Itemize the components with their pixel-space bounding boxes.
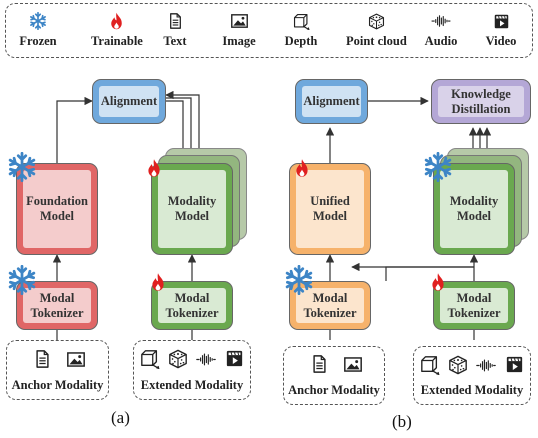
extended-modality-label: Extended Modality — [420, 383, 524, 397]
anchor-modality-group-b: Anchor Modality — [283, 346, 385, 405]
image-icon — [67, 352, 85, 367]
video-icon — [506, 356, 523, 373]
caption-b: (b) — [392, 412, 412, 431]
alignment-label: Alignment — [100, 94, 158, 108]
foundation-model-box: Foundation Model — [16, 163, 98, 255]
modality-model-label-line1: Modality — [449, 194, 499, 208]
unified-model-box: Unified Model — [289, 163, 371, 255]
modal-tokenizer-box-a-left: Modal Tokenizer — [16, 281, 98, 330]
arrow-foundation-to-alignment — [56, 96, 93, 163]
anchor-modality-label: Anchor Modality — [11, 378, 104, 392]
image-icon — [344, 357, 362, 372]
legend-item-point-cloud: Point cloud — [346, 4, 407, 57]
modality-model-box-a: Modality Model — [151, 163, 233, 255]
extended-modality-group-a: Extended Modality — [133, 340, 251, 400]
flame-icon — [430, 272, 446, 292]
legend-item-trainable: Trainable — [91, 4, 143, 57]
extended-modality-label: Extended Modality — [140, 378, 244, 392]
tokenizer-label-line1: Modal — [39, 290, 75, 305]
legend-label: Trainable — [91, 34, 143, 48]
foundation-model-label-line2: Model — [39, 209, 75, 223]
extended-modality-group-b: Extended Modality — [413, 346, 531, 405]
tokenizer-label-line1: Modal — [174, 290, 210, 305]
legend: Frozen Trainable Text Image Depth Point … — [5, 3, 533, 58]
foundation-model-label-line1: Foundation — [26, 194, 88, 208]
modal-tokenizer-box-b-left: Modal Tokenizer — [289, 281, 371, 330]
snowflake-icon — [284, 265, 314, 295]
flame-icon — [294, 158, 310, 178]
alignment-label: Alignment — [303, 94, 360, 108]
legend-item-image: Image — [222, 4, 256, 57]
legend-label: Point cloud — [346, 34, 407, 48]
legend-item-depth: Depth — [285, 4, 317, 57]
tokenizer-label-line2: Tokenizer — [30, 305, 84, 320]
unified-model-label-line1: Unified — [310, 194, 350, 208]
knowledge-distillation-line1: Knowledge — [451, 86, 511, 101]
document-icon — [35, 350, 50, 368]
flame-icon — [150, 272, 166, 292]
modality-model-box-b: Modality Model — [433, 163, 515, 255]
snowflake-icon — [7, 152, 37, 182]
flame-icon — [146, 158, 162, 178]
legend-item-video: Video — [486, 4, 516, 57]
audio-waveform-icon — [196, 353, 216, 366]
caption-a: (a) — [111, 408, 130, 427]
tokenizer-label-line1: Modal — [456, 290, 492, 305]
depth-cube-icon — [140, 349, 160, 369]
modality-model-label-line1: Modality — [167, 194, 217, 208]
modality-model-label-line2: Model — [456, 209, 492, 223]
legend-item-audio: Audio — [425, 4, 457, 57]
modal-tokenizer-box-a-right: Modal Tokenizer — [151, 281, 233, 330]
legend-label: Audio — [424, 34, 458, 48]
point-cloud-icon — [448, 355, 468, 375]
legend-item-frozen: Frozen — [19, 4, 57, 57]
legend-label: Text — [163, 34, 187, 48]
depth-cube-icon — [420, 355, 440, 375]
audio-waveform-icon — [476, 359, 496, 372]
unified-model-label-line2: Model — [312, 209, 348, 223]
arrow-modality-to-alignment-3 — [165, 90, 200, 158]
knowledge-distillation-box: Knowledge Distillation — [431, 79, 531, 124]
knowledge-distillation-line2: Distillation — [451, 101, 511, 116]
legend-label: Frozen — [19, 34, 57, 48]
tokenizer-label-line1: Modal — [312, 290, 348, 305]
anchor-modality-group-a: Anchor Modality — [6, 340, 109, 400]
tokenizer-label-line2: Tokenizer — [165, 305, 219, 320]
point-cloud-icon — [168, 349, 188, 369]
modal-tokenizer-box-b-right: Modal Tokenizer — [433, 281, 515, 330]
legend-item-text: Text — [163, 4, 187, 57]
legend-label: Depth — [284, 34, 318, 48]
tokenizer-label-line2: Tokenizer — [303, 305, 357, 320]
alignment-box-a: Alignment — [92, 79, 166, 124]
legend-label: Video — [485, 34, 517, 48]
legend-label: Image — [222, 34, 256, 48]
anchor-modality-label: Anchor Modality — [288, 383, 380, 397]
arrow-modality-to-alignment-1 — [166, 100, 184, 158]
arrow-modality-to-alignment-2 — [166, 97, 192, 158]
alignment-box-b: Alignment — [295, 79, 368, 124]
modality-model-label-line2: Model — [174, 209, 210, 223]
video-icon — [226, 350, 243, 367]
snowflake-icon — [423, 152, 453, 182]
document-icon — [312, 355, 327, 373]
tokenizer-label-line2: Tokenizer — [447, 305, 501, 320]
snowflake-icon — [7, 265, 37, 295]
